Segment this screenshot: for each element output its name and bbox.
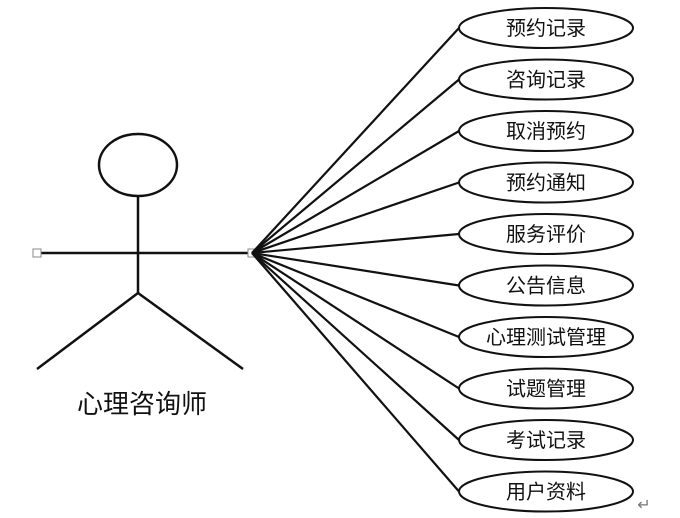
use-case-ellipse [458, 419, 634, 461]
association-line [251, 252, 460, 493]
use-case-ellipse [458, 161, 634, 204]
use-case-ellipse [458, 367, 634, 410]
association-line [251, 27, 460, 254]
use-case-ellipse [458, 110, 634, 152]
use-case-list: 预约记录咨询记录取消预约预约通知服务评价公告信息心理测试管理试题管理考试记录用户… [251, 7, 634, 513]
actor-head [97, 132, 179, 198]
association-line [251, 252, 460, 441]
association-line [251, 130, 460, 254]
use-case-label: 咨询记录 [506, 68, 586, 92]
paragraph-mark: ↵ [637, 495, 650, 514]
use-case-label: 试题管理 [506, 377, 586, 401]
stick-figure-actor-icon [36, 132, 252, 371]
association-line [251, 78, 460, 254]
use-case-ellipse [458, 470, 634, 513]
actor-left-leg [36, 292, 139, 370]
association-line [251, 232, 460, 255]
use-case-label: 预约记录 [506, 16, 586, 40]
selection-handle-left [32, 248, 42, 258]
use-case-label: 心理测试管理 [486, 325, 606, 349]
association-line [251, 252, 460, 390]
association-line [251, 251, 460, 339]
actor-name: 心理咨询师 [77, 390, 207, 420]
use-case-label: 取消预约 [506, 119, 586, 143]
actor-right-leg [137, 291, 244, 371]
use-case-ellipse [458, 58, 634, 101]
use-case-label: 考试记录 [506, 428, 586, 452]
use-case-label: 预约通知 [506, 171, 586, 195]
use-case-ellipse [458, 7, 634, 49]
use-case-ellipse [458, 316, 634, 358]
actor: 心理咨询师 [32, 132, 257, 420]
use-case-label: 公告信息 [506, 274, 586, 298]
use-case-label: 服务评价 [506, 222, 586, 246]
use-case-ellipse [458, 213, 634, 255]
use-case-ellipse [458, 264, 634, 307]
association-line [251, 181, 460, 255]
use-case-label: 用户资料 [506, 480, 586, 504]
association-line [251, 251, 460, 287]
